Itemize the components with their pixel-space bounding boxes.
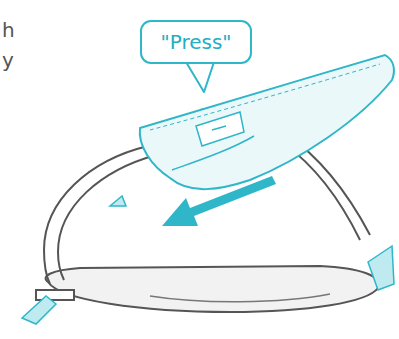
- direction-arrow: [162, 176, 276, 226]
- foot: [22, 296, 56, 324]
- foot: [110, 196, 126, 206]
- frame-joint: [36, 290, 74, 300]
- cut-off-text: y: [2, 50, 14, 70]
- seat-stitch: [150, 64, 380, 130]
- seat: [140, 55, 394, 189]
- seat-edge: [172, 136, 254, 170]
- speech-bubble: "Press": [140, 20, 252, 64]
- cut-off-text: h: [2, 20, 15, 40]
- button-mark: [212, 126, 226, 130]
- press-button: [196, 112, 244, 146]
- bubble-tail: [186, 62, 214, 92]
- frame-tube: [58, 155, 156, 280]
- base-detail: [150, 294, 330, 302]
- foot: [368, 246, 394, 290]
- callout-text: "Press": [160, 30, 231, 54]
- base-ring: [46, 266, 379, 312]
